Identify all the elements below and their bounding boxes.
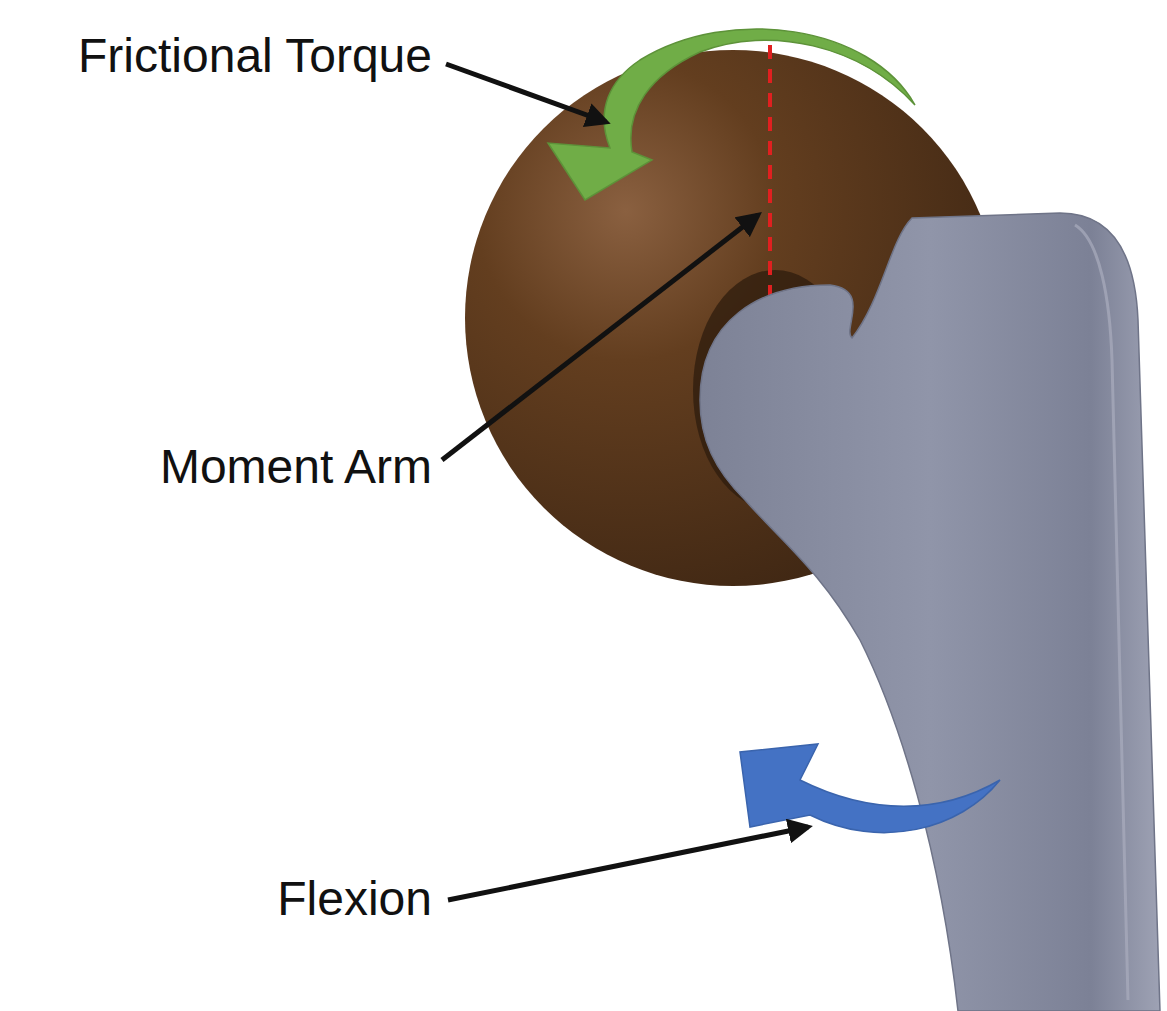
leader-arrow bbox=[446, 64, 606, 122]
bone-highlight bbox=[1075, 225, 1128, 1000]
flexion-arrow bbox=[740, 744, 1000, 833]
torque-arrow bbox=[548, 29, 915, 200]
leader-arrow bbox=[448, 827, 808, 900]
leader-arrow bbox=[442, 215, 758, 460]
femur-bone bbox=[700, 213, 1160, 1011]
part-label: Moment Arm bbox=[160, 443, 432, 491]
part-label: Frictional Torque bbox=[78, 32, 432, 80]
part-label: Flexion bbox=[277, 875, 432, 923]
